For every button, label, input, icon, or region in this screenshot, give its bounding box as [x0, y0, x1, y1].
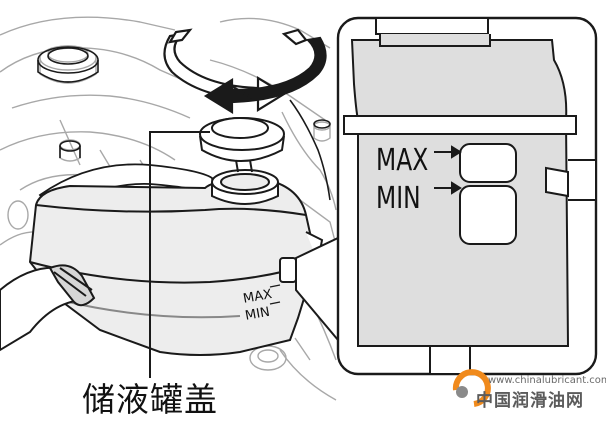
- watermark-url: www.chinalubricant.com: [488, 375, 606, 386]
- engine-components: [37, 46, 331, 201]
- tank-level-arrows: [269, 284, 281, 305]
- zoom-inset: [336, 16, 598, 376]
- rotate-arrows-icon: [163, 28, 327, 114]
- zoom-max-label: MAX: [376, 143, 429, 178]
- watermark-logo-icon: [452, 369, 491, 407]
- watermark-name: 中国润滑油网: [476, 391, 584, 411]
- cap-leader-line: [149, 131, 210, 378]
- lower-hose: [0, 264, 96, 352]
- level-arrows: [434, 145, 462, 195]
- reservoir-cap: [199, 117, 285, 205]
- zoom-min-label: MIN: [376, 181, 421, 216]
- reservoir-cap-label: 储液罐盖: [82, 380, 218, 419]
